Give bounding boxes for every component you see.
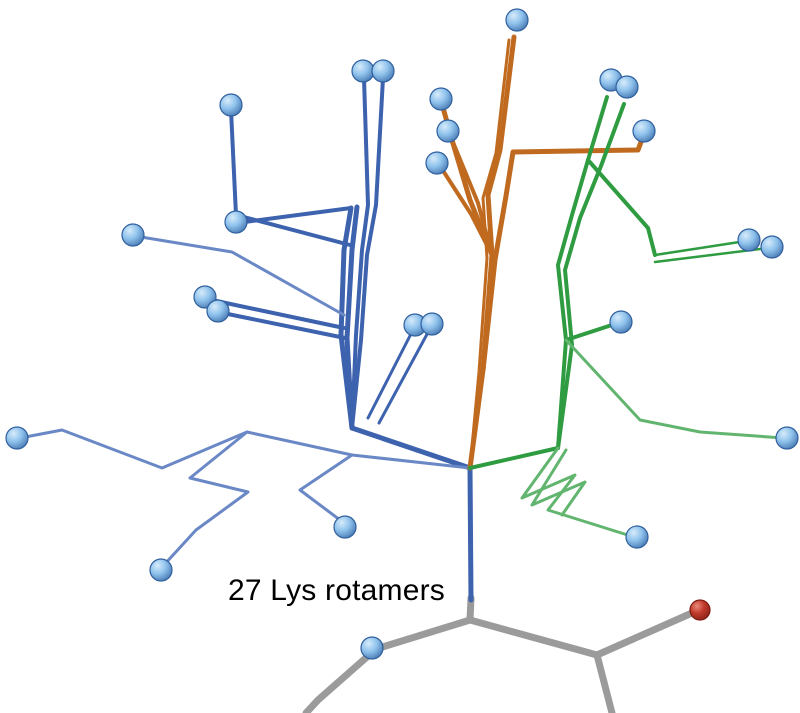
- green-rotamer-bond: [586, 158, 657, 257]
- green-light-rotamer-bond: [564, 338, 785, 440]
- nitrogen-atom[interactable]: [737, 228, 761, 252]
- blue-rotamer-bond: [216, 310, 347, 340]
- nitrogen-atom[interactable]: [436, 119, 460, 143]
- backbone-bond: [593, 609, 696, 659]
- blue-rotamer-bond: [377, 323, 434, 425]
- nitrogen-atom[interactable]: [632, 119, 656, 143]
- blue-rotamer-bond: [350, 76, 385, 430]
- blue-rotamer-bond: [349, 425, 473, 471]
- orange-rotamer-bond: [480, 131, 647, 373]
- blue-rotamer-bond: [467, 465, 474, 603]
- blue-rotamer-bond: [229, 108, 352, 247]
- orange-rotamer-bond: [468, 38, 511, 470]
- nitrogen-atom[interactable]: [371, 59, 395, 83]
- blue-light-rotamer-bond: [133, 234, 346, 317]
- backbone-bond: [302, 594, 475, 713]
- figure-label: 27 Lys rotamers: [228, 574, 445, 607]
- green-rotamer-bond: [468, 446, 560, 470]
- nitrogen-atom[interactable]: [609, 310, 633, 334]
- nitrogen-atom[interactable]: [206, 299, 230, 323]
- nitrogen-atom[interactable]: [505, 8, 529, 32]
- blue-light-rotamer-bond: [18, 428, 472, 470]
- blue-rotamer-bond: [205, 297, 346, 330]
- oxygen-atom[interactable]: [689, 599, 711, 621]
- blue-rotamer-bond: [350, 76, 370, 430]
- green-rotamer-bond: [653, 239, 748, 257]
- nitrogen-atom[interactable]: [121, 223, 145, 247]
- nitrogen-atom[interactable]: [5, 426, 29, 450]
- blue-rotamer-bond: [344, 204, 360, 431]
- green-light-rotamer-bond: [530, 448, 587, 517]
- green-rotamer-bond: [556, 95, 609, 450]
- nitrogen-atom[interactable]: [775, 426, 799, 450]
- blue-light-rotamer-bond: [298, 453, 354, 525]
- blue-rotamer-bond: [366, 324, 417, 420]
- nitrogen-atom[interactable]: [224, 210, 248, 234]
- nitrogen-atom[interactable]: [351, 59, 375, 83]
- nitrogen-atom[interactable]: [333, 515, 357, 539]
- nitrogen-atom[interactable]: [615, 75, 639, 99]
- orange-rotamer-bond: [467, 34, 517, 471]
- nitrogen-atom[interactable]: [625, 525, 649, 549]
- nitrogen-atom[interactable]: [429, 87, 453, 111]
- blue-rotamer-bond: [338, 205, 355, 431]
- green-rotamer-bond: [556, 102, 626, 450]
- atoms-layer: [5, 8, 799, 660]
- green-rotamer-bond: [564, 321, 620, 342]
- nitrogen-atom[interactable]: [420, 312, 444, 336]
- orange-rotamer-bond: [448, 133, 494, 257]
- nitrogen-atom[interactable]: [425, 151, 449, 175]
- nitrogen-atom[interactable]: [760, 235, 784, 259]
- blue-light-rotamer-bond: [161, 430, 250, 568]
- green-light-rotamer-bond: [520, 446, 636, 539]
- nitrogen-atom[interactable]: [149, 558, 173, 582]
- nitrogen-atom[interactable]: [360, 636, 384, 660]
- backbone-bond: [466, 616, 616, 713]
- nitrogen-atom[interactable]: [219, 93, 243, 117]
- bonds-layer: [18, 34, 785, 713]
